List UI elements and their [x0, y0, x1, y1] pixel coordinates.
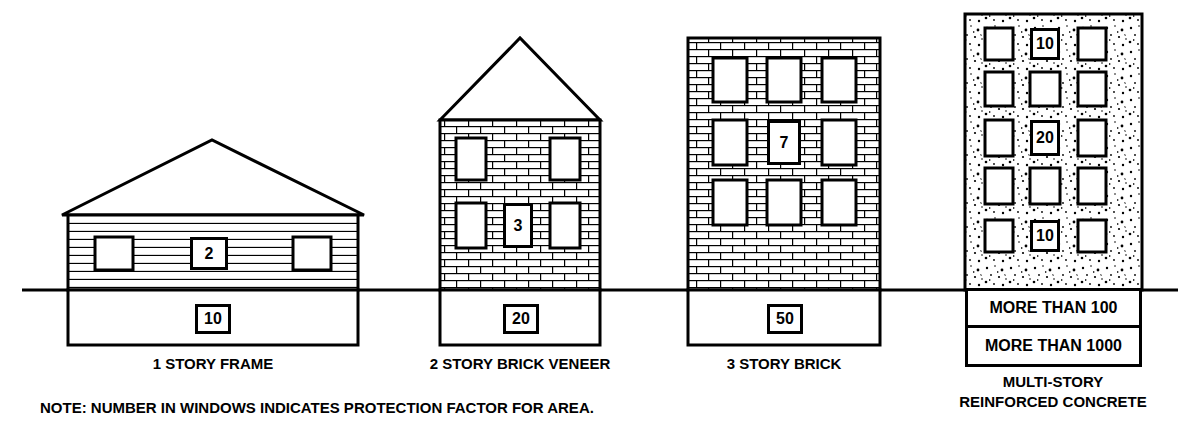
building-name: MULTI-STORY REINFORCED CONCRETE: [953, 372, 1153, 411]
window: [1030, 72, 1060, 106]
roof: [62, 140, 364, 215]
window-factor: 2: [190, 237, 228, 270]
protection-factor: 20: [512, 310, 530, 328]
concrete-building: [965, 14, 1142, 290]
protection-factor: 7: [780, 134, 789, 152]
window: [1078, 220, 1106, 252]
window-factor: 10: [1030, 220, 1060, 252]
window: [95, 237, 133, 270]
window: [713, 180, 747, 225]
protection-factor: 20: [1036, 129, 1054, 147]
window: [1078, 72, 1106, 106]
window: [985, 168, 1013, 204]
window-factor: 7: [767, 120, 801, 165]
building-name: 3 STORY BRICK: [674, 354, 894, 374]
basement: [440, 290, 600, 345]
building-name: 2 STORY BRICK VENEER: [400, 354, 640, 374]
window: [822, 120, 856, 165]
protection-factor: 2: [205, 245, 214, 263]
window: [456, 138, 486, 180]
wall: [440, 120, 600, 290]
brick-veneer-house: [440, 38, 600, 345]
window-factor: 10: [1030, 28, 1060, 60]
window: [550, 138, 580, 180]
window: [713, 120, 747, 165]
basement-factor: 20: [503, 304, 539, 334]
note-text: NOTE: NUMBER IN WINDOWS INDICATES PROTEC…: [40, 398, 940, 418]
window: [713, 58, 747, 102]
window: [985, 120, 1013, 156]
window: [767, 180, 801, 225]
window: [550, 203, 580, 248]
window: [456, 203, 486, 248]
protection-factor: 3: [514, 217, 523, 235]
protection-factor: MORE THAN 100: [989, 299, 1117, 317]
window: [985, 220, 1013, 252]
window: [822, 58, 856, 102]
protection-factor: MORE THAN 1000: [985, 337, 1122, 355]
window: [1078, 120, 1106, 156]
basement-factor: 50: [767, 304, 803, 334]
protection-factor: 10: [204, 310, 222, 328]
basement-factor: 10: [195, 304, 231, 334]
basement-band: MORE THAN 100: [965, 288, 1142, 328]
window: [767, 58, 801, 102]
basement: [68, 290, 358, 345]
basement-band: MORE THAN 1000: [965, 325, 1142, 367]
window: [293, 237, 331, 270]
wall: [688, 38, 880, 290]
window-factor: 20: [1030, 120, 1060, 156]
window: [985, 28, 1013, 60]
basement: [688, 290, 880, 345]
wall: [68, 215, 358, 290]
roof: [440, 38, 600, 120]
brick-building: [688, 38, 880, 345]
building-name: 1 STORY FRAME: [93, 354, 333, 374]
window: [1078, 168, 1106, 204]
frame-house: [62, 140, 364, 345]
wall: [965, 14, 1142, 290]
window: [822, 180, 856, 225]
window: [1078, 28, 1106, 60]
window: [985, 72, 1013, 106]
window-factor: 3: [503, 203, 533, 248]
protection-factor: 10: [1036, 35, 1054, 53]
window: [1030, 168, 1060, 204]
protection-factor: 50: [776, 310, 794, 328]
protection-factor: 10: [1036, 227, 1054, 245]
